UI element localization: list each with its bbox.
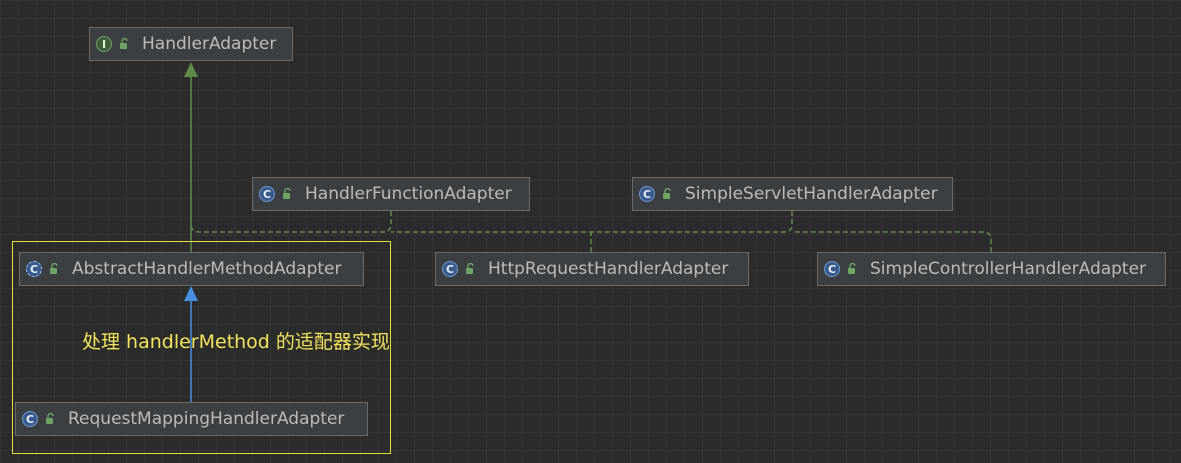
implements-edge-simple-controller-handler-adapter [792,231,992,252]
node-abstract-handler-method-adapter[interactable]: C AbstractHandlerMethodAdapter [19,252,364,286]
public-lock-icon [848,263,856,274]
abstract-class-icon: C [26,261,42,277]
public-lock-icon [283,188,291,199]
node-label: HandlerFunctionAdapter [305,184,512,204]
class-icon: C [22,411,38,427]
annotation-text: 处理 handlerMethod 的适配器实现 [82,331,390,353]
class-icon: C [639,186,655,202]
class-icon: C [824,261,840,277]
node-simple-servlet-handler-adapter[interactable]: C SimpleServletHandlerAdapter [632,177,953,211]
node-label: SimpleControllerHandlerAdapter [870,259,1147,279]
node-request-mapping-handler-adapter[interactable]: C RequestMappingHandlerAdapter [15,402,368,436]
highlight-frame [12,241,391,454]
public-lock-icon [120,38,128,49]
node-label: AbstractHandlerMethodAdapter [72,259,342,279]
implements-edge-handler-function-adapter [190,211,392,233]
class-icon: C [259,186,275,202]
public-lock-icon [466,263,474,274]
extends-arrowhead [184,286,198,301]
class-icon: C [442,261,458,277]
node-label: RequestMappingHandlerAdapter [68,409,345,429]
public-lock-icon [46,413,54,424]
node-label: SimpleServletHandlerAdapter [685,184,938,204]
implements-arrowhead [184,62,198,77]
public-lock-icon [663,188,671,199]
implements-edge-simple-servlet-handler-adapter [391,211,793,233]
public-lock-icon [50,263,58,274]
node-http-request-handler-adapter[interactable]: C HttpRequestHandlerAdapter [435,252,749,286]
node-label: HandlerAdapter [142,34,277,54]
interface-icon: I [96,36,112,52]
node-label: HttpRequestHandlerAdapter [488,259,729,279]
node-handler-adapter[interactable]: I HandlerAdapter [89,27,293,61]
node-handler-function-adapter[interactable]: C HandlerFunctionAdapter [252,177,530,211]
node-simple-controller-handler-adapter[interactable]: C SimpleControllerHandlerAdapter [817,252,1166,286]
